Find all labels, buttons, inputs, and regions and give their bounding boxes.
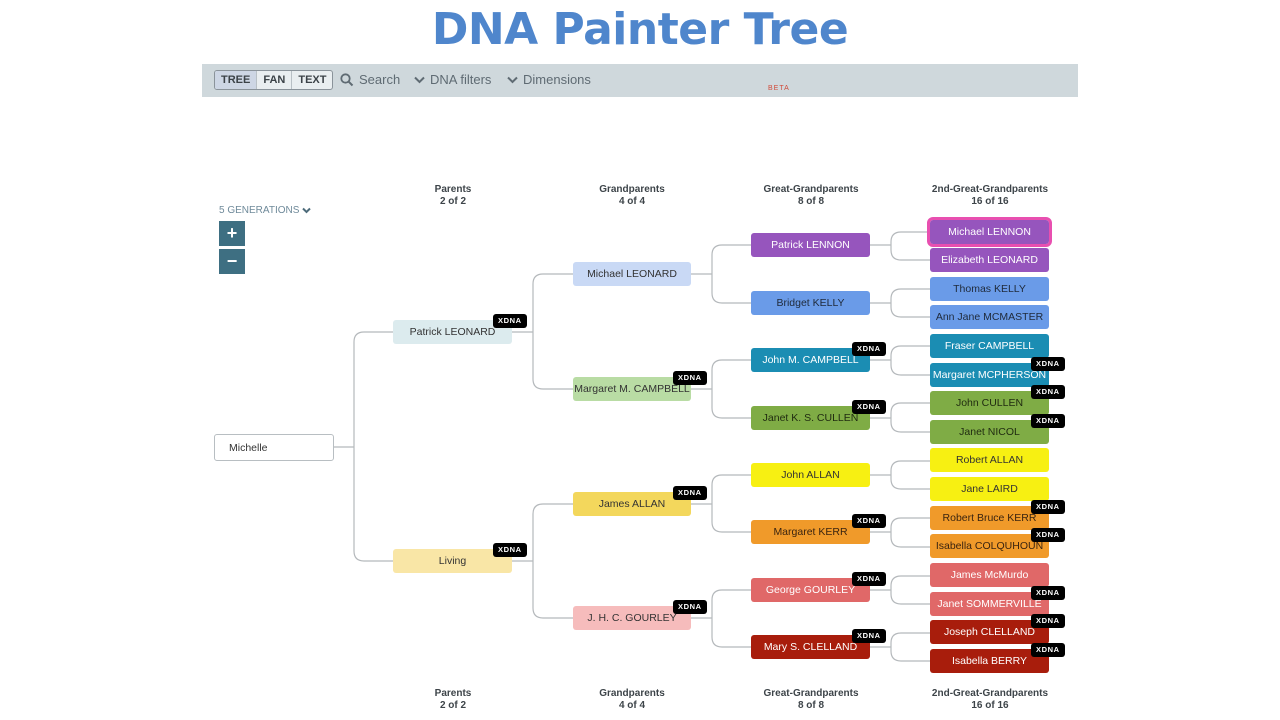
- dna-filters-dropdown[interactable]: DNA filters: [414, 72, 491, 87]
- person-node[interactable]: James ALLAN: [573, 492, 691, 516]
- column-count: 4 of 4: [618, 196, 646, 207]
- person-node[interactable]: Patrick LEONARD: [393, 320, 512, 344]
- zoom-in-button[interactable]: +: [219, 221, 245, 246]
- column-count: 8 of 8: [797, 700, 825, 711]
- person-node[interactable]: Margaret M. CAMPBELL: [573, 377, 691, 401]
- column-count: 4 of 4: [618, 700, 646, 711]
- person-node[interactable]: Bridget KELLY: [751, 291, 870, 315]
- column-title: Parents: [434, 688, 472, 699]
- person-node[interactable]: Michael LEONARD: [573, 262, 691, 286]
- dimensions-label: Dimensions: [523, 72, 591, 87]
- person-node[interactable]: John M. CAMPBELL: [751, 348, 870, 372]
- xdna-badge: XDNA: [673, 486, 707, 500]
- column-title: Grandparents: [599, 688, 665, 699]
- person-node[interactable]: Janet SOMMERVILLE: [930, 592, 1049, 616]
- person-node[interactable]: Ann Jane MCMASTER: [930, 305, 1049, 329]
- xdna-badge: XDNA: [673, 371, 707, 385]
- dimensions-dropdown[interactable]: Dimensions: [507, 72, 591, 87]
- person-node[interactable]: Michael LENNON: [927, 217, 1052, 247]
- xdna-badge: XDNA: [1031, 586, 1065, 600]
- person-node[interactable]: Thomas KELLY: [930, 277, 1049, 301]
- view-fan-button[interactable]: FAN: [257, 71, 293, 89]
- person-node[interactable]: Jane LAIRD: [930, 477, 1049, 501]
- person-node[interactable]: John ALLAN: [751, 463, 870, 487]
- dna-filters-label: DNA filters: [430, 72, 492, 87]
- xdna-badge: XDNA: [1031, 357, 1065, 371]
- column-title: Parents: [434, 184, 472, 195]
- person-node[interactable]: Isabella COLQUHOUN: [930, 534, 1049, 558]
- view-toggle: TREE FAN TEXT: [214, 70, 334, 90]
- person-node-root[interactable]: Michelle: [214, 434, 334, 461]
- column-count: 2 of 2: [439, 196, 467, 207]
- chevron-down-icon: [302, 207, 312, 214]
- column-count: 2 of 2: [439, 700, 467, 711]
- chevron-down-icon: [414, 76, 425, 83]
- person-node[interactable]: Janet NICOL: [930, 420, 1049, 444]
- search-button[interactable]: Search: [340, 72, 400, 87]
- person-node[interactable]: John CULLEN: [930, 391, 1049, 415]
- view-tree-button[interactable]: TREE: [215, 71, 258, 89]
- column-count: 16 of 16: [971, 196, 1009, 207]
- beta-badge: BETA: [768, 85, 790, 92]
- xdna-badge: XDNA: [1031, 643, 1065, 657]
- person-node[interactable]: Living: [393, 549, 512, 573]
- person-node[interactable]: James McMurdo: [930, 563, 1049, 587]
- view-text-button[interactable]: TEXT: [298, 74, 327, 86]
- xdna-badge: XDNA: [852, 514, 886, 528]
- xdna-badge: XDNA: [1031, 414, 1065, 428]
- generations-label: 5 GENERATIONS: [219, 205, 300, 216]
- xdna-badge: XDNA: [493, 314, 527, 328]
- person-node[interactable]: Mary S. CLELLAND: [751, 635, 870, 659]
- xdna-badge: XDNA: [852, 342, 886, 356]
- column-count: 16 of 16: [971, 700, 1009, 711]
- xdna-badge: XDNA: [1031, 614, 1065, 628]
- zoom-out-button[interactable]: −: [219, 249, 245, 274]
- person-node[interactable]: Janet K. S. CULLEN: [751, 406, 870, 430]
- column-title: Great-Grandparents: [763, 688, 859, 699]
- xdna-badge: XDNA: [852, 572, 886, 586]
- person-node[interactable]: Margaret MCPHERSON: [930, 363, 1049, 387]
- xdna-badge: XDNA: [1031, 500, 1065, 514]
- xdna-badge: XDNA: [852, 400, 886, 414]
- person-node[interactable]: Isabella BERRY: [930, 649, 1049, 673]
- person-node[interactable]: Patrick LENNON: [751, 233, 870, 257]
- person-node[interactable]: Robert Bruce KERR: [930, 506, 1049, 530]
- column-count: 8 of 8: [797, 196, 825, 207]
- person-node[interactable]: Joseph CLELLAND: [930, 620, 1049, 644]
- chevron-down-icon: [507, 76, 518, 83]
- toolbar: TREE FAN TEXT Search DNA filters Dimensi…: [202, 64, 1078, 97]
- xdna-badge: XDNA: [493, 543, 527, 557]
- person-node[interactable]: Robert ALLAN: [930, 448, 1049, 472]
- person-node[interactable]: Fraser CAMPBELL: [930, 334, 1049, 358]
- xdna-badge: XDNA: [852, 629, 886, 643]
- xdna-badge: XDNA: [1031, 385, 1065, 399]
- person-node[interactable]: J. H. C. GOURLEY: [573, 606, 691, 630]
- slide-title: DNA Painter Tree: [431, 4, 849, 55]
- xdna-badge: XDNA: [673, 600, 707, 614]
- person-node[interactable]: Elizabeth LEONARD: [930, 248, 1049, 272]
- column-title: Great-Grandparents: [763, 184, 859, 195]
- xdna-badge: XDNA: [1031, 528, 1065, 542]
- search-label: Search: [359, 72, 401, 87]
- column-title: 2nd-Great-Grandparents: [931, 184, 1049, 195]
- person-node[interactable]: George GOURLEY: [751, 578, 870, 602]
- search-icon: [340, 72, 354, 86]
- column-title: Grandparents: [599, 184, 665, 195]
- column-title: 2nd-Great-Grandparents: [931, 688, 1049, 699]
- generations-dropdown[interactable]: 5 GENERATIONS: [219, 205, 312, 216]
- person-node[interactable]: Margaret KERR: [751, 520, 870, 544]
